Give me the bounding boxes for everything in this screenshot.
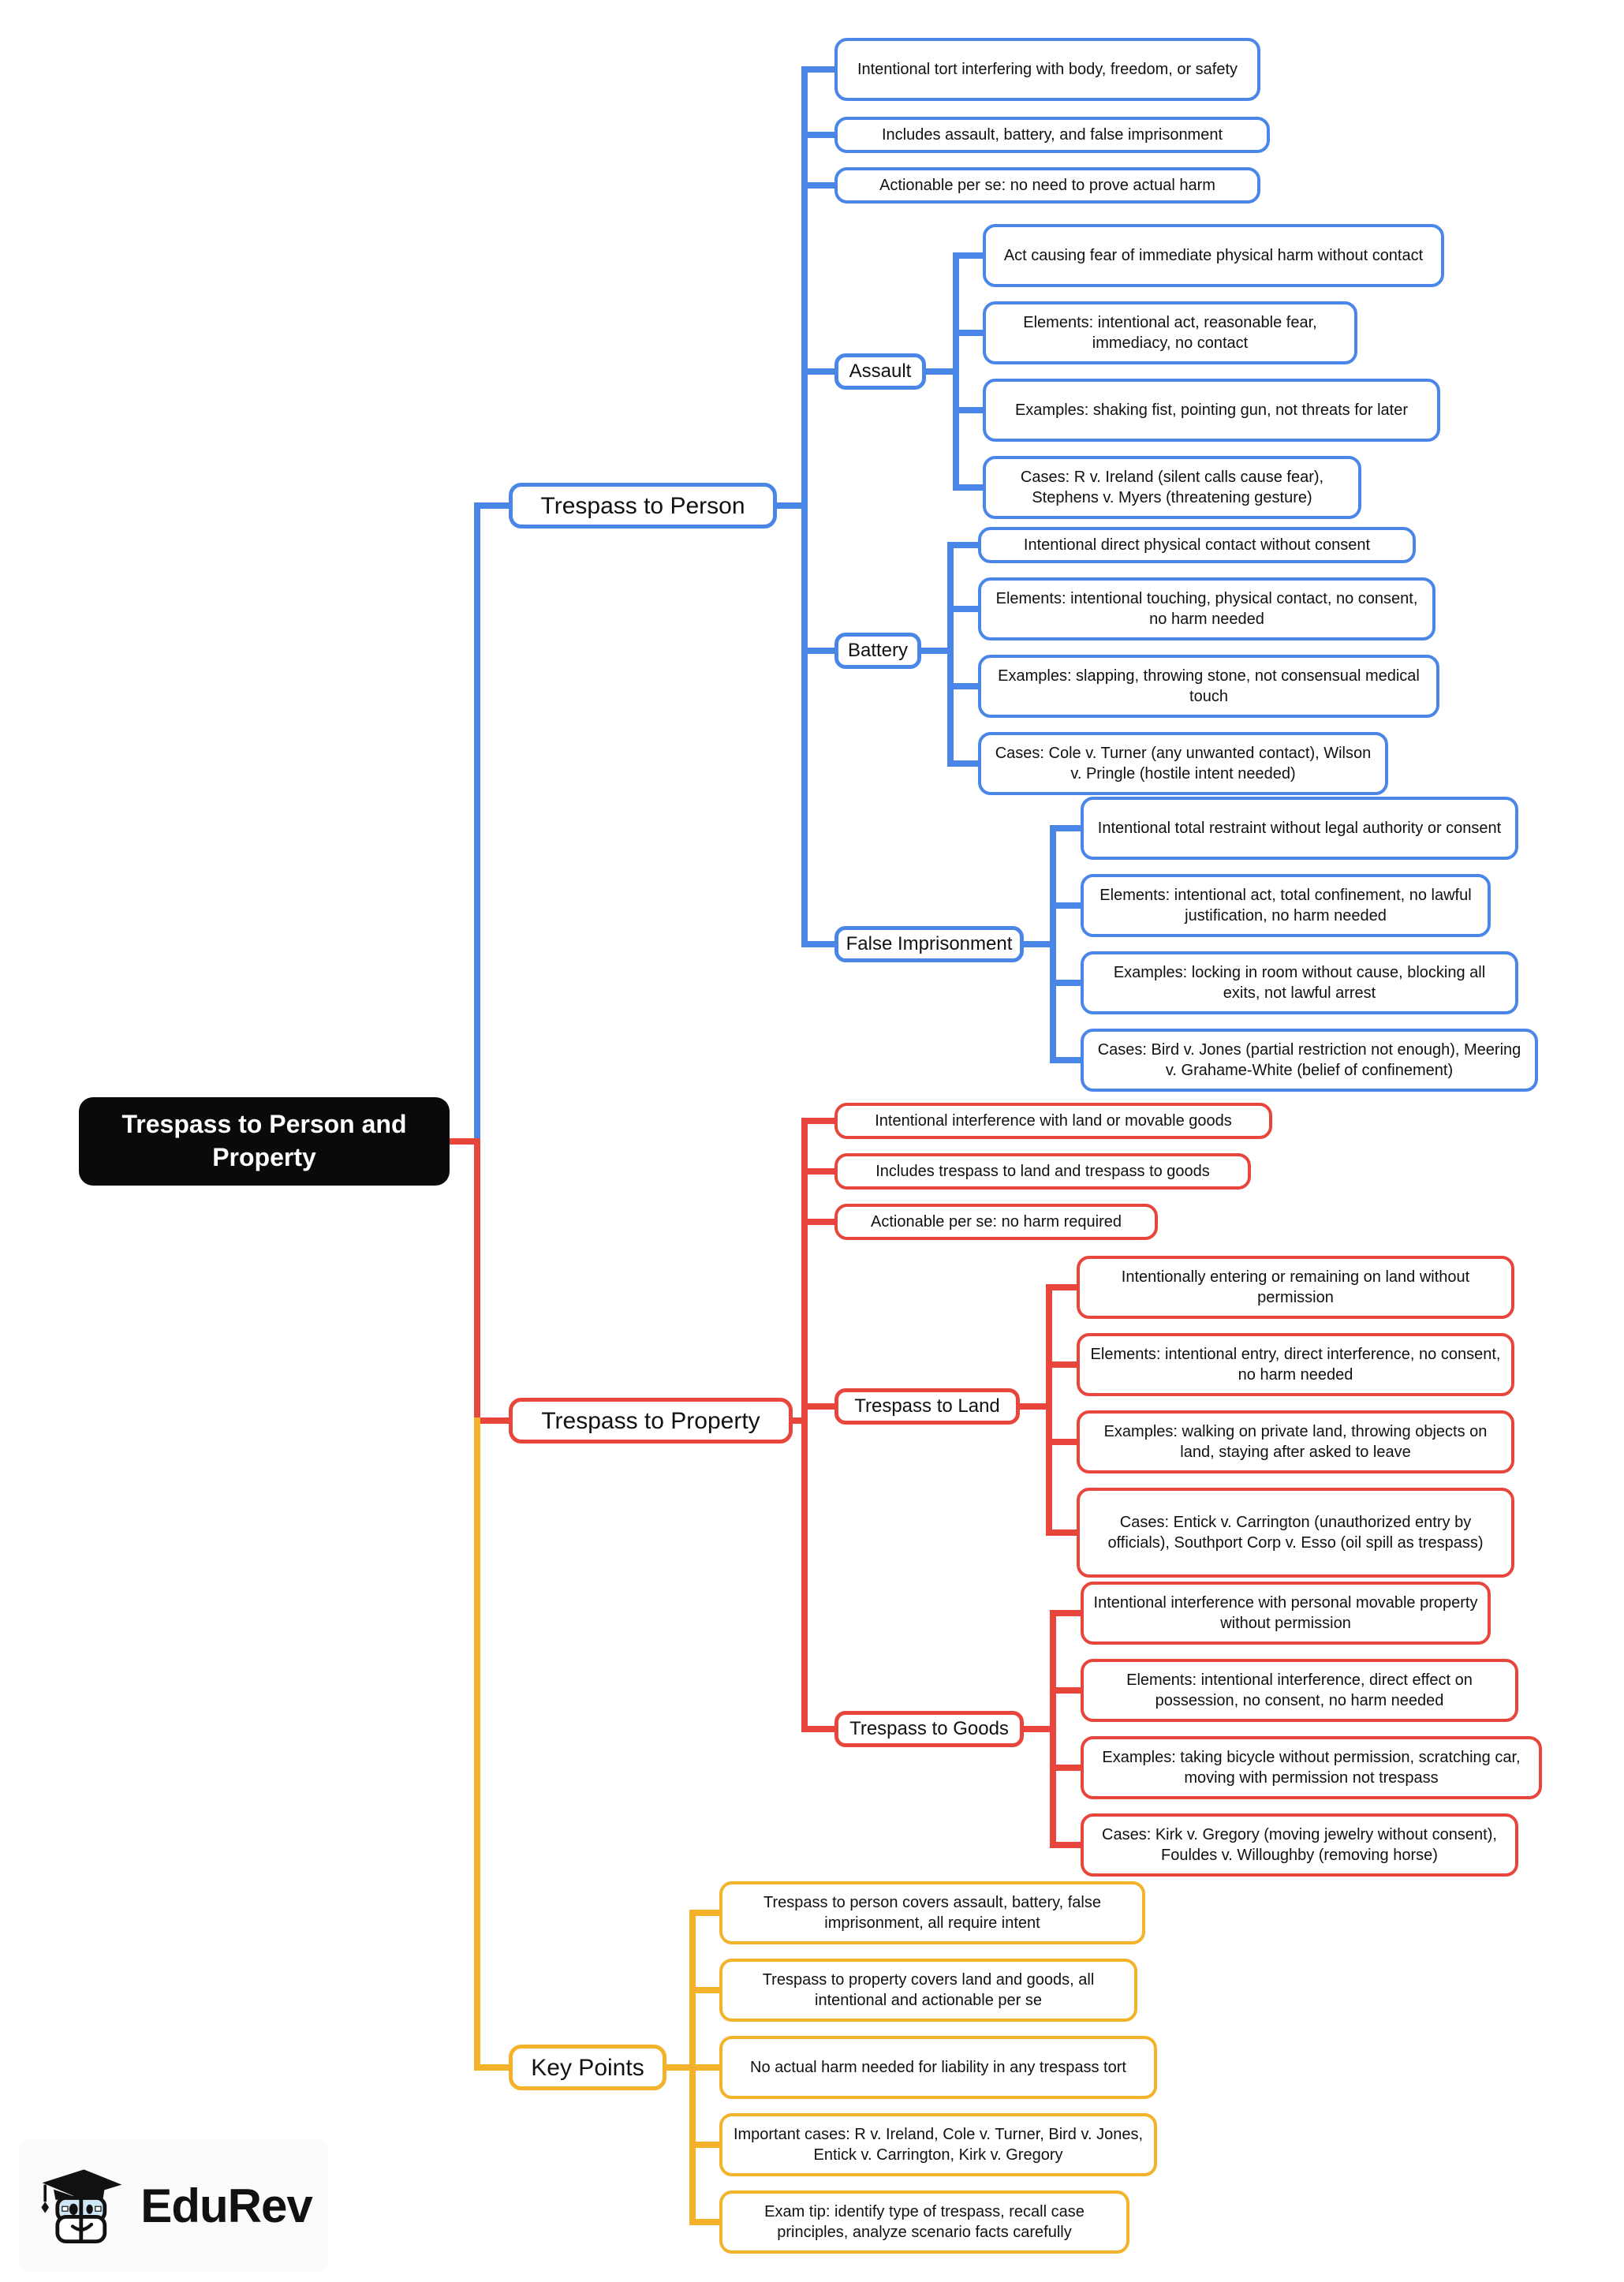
key-point: Trespass to property covers land and goo…	[719, 1959, 1137, 2022]
key-point: No actual harm needed for liability in a…	[719, 2036, 1157, 2099]
trespass-to-land-point: Cases: Entick v. Carrington (unauthorize…	[1077, 1488, 1514, 1578]
key-point: Trespass to person covers assault, batte…	[719, 1881, 1145, 1944]
false-imprisonment-point: Examples: locking in room without cause,…	[1081, 951, 1518, 1014]
assault-point: Elements: intentional act, reasonable fe…	[983, 301, 1357, 364]
root-topic: Trespass to Person and Property	[79, 1097, 450, 1186]
trespass-to-land-point: Intentionally entering or remaining on l…	[1077, 1256, 1514, 1319]
false-imprisonment-point: Intentional total restraint without lega…	[1081, 797, 1518, 860]
key-point: Exam tip: identify type of trespass, rec…	[719, 2190, 1129, 2254]
battery-point: Elements: intentional touching, physical…	[978, 577, 1435, 641]
subtopic-assault: Assault	[834, 353, 926, 390]
property-point: Includes trespass to land and trespass t…	[834, 1153, 1251, 1190]
property-branch-wires	[446, 1118, 1084, 1848]
edurev-logo: EduRev	[19, 2139, 328, 2272]
edurev-logo-icon	[41, 2169, 122, 2243]
person-point: Includes assault, battery, and false imp…	[834, 117, 1270, 153]
battery-point: Intentional direct physical contact with…	[978, 527, 1416, 563]
battery-point: Examples: slapping, throwing stone, not …	[978, 655, 1439, 718]
person-branch-wires	[446, 66, 1084, 1145]
false-imprisonment-point: Elements: intentional act, total confine…	[1081, 874, 1491, 937]
trespass-to-goods-point: Cases: Kirk v. Gregory (moving jewelry w…	[1081, 1813, 1518, 1877]
key-point: Important cases: R v. Ireland, Cole v. T…	[719, 2113, 1157, 2176]
property-point: Intentional interference with land or mo…	[834, 1103, 1272, 1139]
branch-key-points: Key Points	[509, 2045, 666, 2090]
subtopic-battery: Battery	[834, 633, 921, 669]
false-imprisonment-point: Cases: Bird v. Jones (partial restrictio…	[1081, 1029, 1538, 1092]
trespass-to-land-point: Elements: intentional entry, direct inte…	[1077, 1333, 1514, 1396]
trespass-to-goods-point: Examples: taking bicycle without permiss…	[1081, 1736, 1542, 1799]
trespass-to-land-point: Examples: walking on private land, throw…	[1077, 1410, 1514, 1473]
trespass-to-goods-point: Intentional interference with personal m…	[1081, 1582, 1491, 1645]
assault-point: Cases: R v. Ireland (silent calls cause …	[983, 456, 1361, 519]
branch-trespass-to-property: Trespass to Property	[509, 1398, 793, 1444]
battery-point: Cases: Cole v. Turner (any unwanted cont…	[978, 732, 1388, 795]
subtopic-trespass-to-land: Trespass to Land	[834, 1388, 1020, 1425]
subtopic-false-imprisonment: False Imprisonment	[834, 926, 1024, 962]
person-point: Intentional tort interfering with body, …	[834, 38, 1260, 101]
person-point: Actionable per se: no need to prove actu…	[834, 167, 1260, 204]
property-point: Actionable per se: no harm required	[834, 1204, 1158, 1240]
assault-point: Act causing fear of immediate physical h…	[983, 224, 1444, 287]
key-points-branch-wires	[474, 1417, 722, 2225]
subtopic-trespass-to-goods: Trespass to Goods	[834, 1711, 1024, 1747]
branch-trespass-to-person: Trespass to Person	[509, 483, 777, 528]
assault-point: Examples: shaking fist, pointing gun, no…	[983, 379, 1440, 442]
trespass-to-goods-point: Elements: intentional interference, dire…	[1081, 1659, 1518, 1722]
edurev-logo-text: EduRev	[140, 2179, 312, 2232]
